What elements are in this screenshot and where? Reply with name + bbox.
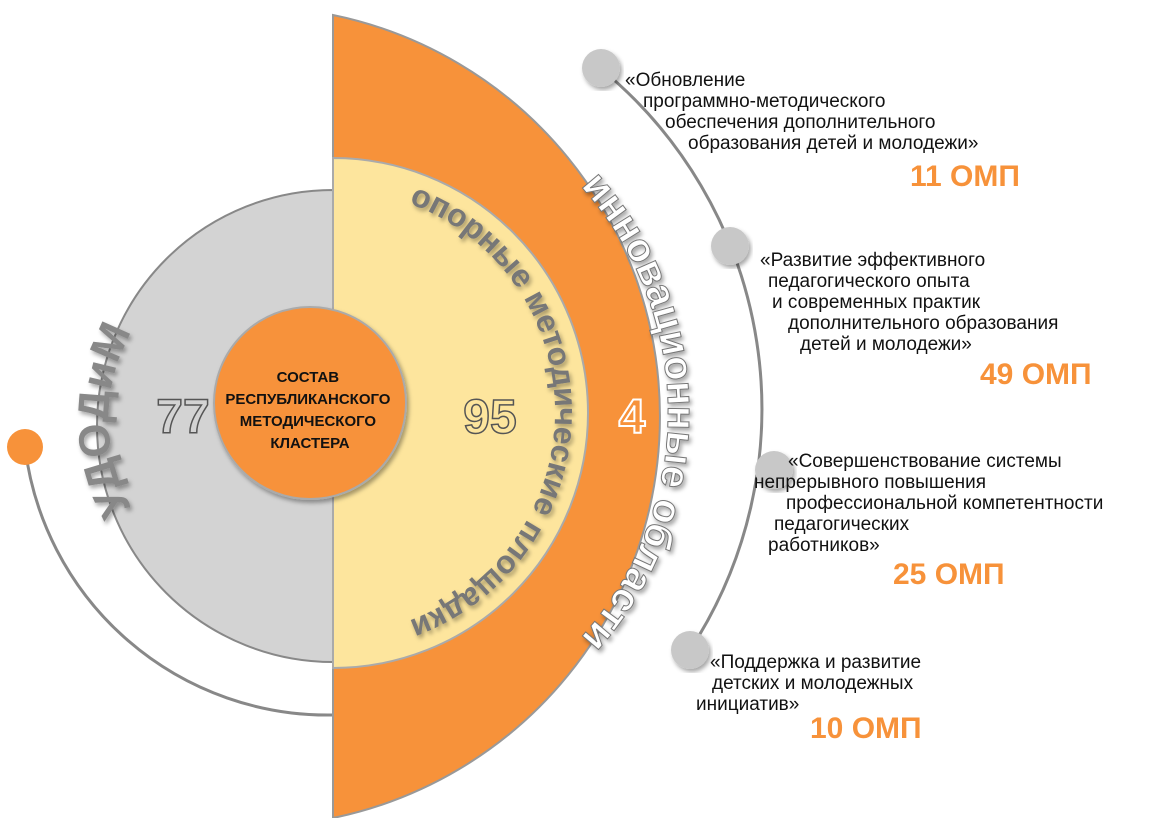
udod-ring xyxy=(96,188,334,664)
area-1-count: 11 ОМП xyxy=(910,160,1020,193)
area-4-text: «Поддержка и развитие детских и молодежн… xyxy=(696,652,922,715)
udod-count: 77 xyxy=(156,391,209,444)
area-bullet-3 xyxy=(755,451,793,489)
orange-dot xyxy=(7,429,43,465)
area-bullet-1 xyxy=(582,49,620,87)
outer-arc-left xyxy=(23,446,334,717)
outer-arc-right xyxy=(599,66,764,651)
area-4-count: 10 ОМП xyxy=(810,712,922,745)
center-circle xyxy=(213,306,407,500)
area-bullet-4 xyxy=(671,631,709,669)
area-2-text: «Развитие эффективного педагогического о… xyxy=(760,250,1059,355)
area-3-count: 25 ОМП xyxy=(893,558,1005,591)
center-line: РЕСПУБЛИКАНСКОГО xyxy=(225,391,390,408)
opor-ring xyxy=(332,156,589,670)
area-1-text: «Обновление программно-методического обе… xyxy=(625,70,979,154)
area-bullet-2 xyxy=(711,227,749,265)
innovation-count: 4 xyxy=(619,391,646,444)
area-2-count: 49 ОМП xyxy=(980,358,1092,391)
center-line: СОСТАВ xyxy=(277,369,340,386)
center-line: МЕТОДИЧЕСКОГО xyxy=(240,413,377,430)
area-3-text: «Совершенствование системы непрерывного … xyxy=(754,451,1104,556)
svg-text:СОСТАВ РЕСПУБЛИКАНСКОГО: СОСТАВ РЕСПУБЛИКАНСКОГО МЕТОДИЧЕСКОГО КЛ… xyxy=(225,369,394,452)
opor-count: 95 xyxy=(463,391,516,444)
center-line: КЛАСТЕРА xyxy=(270,435,349,452)
